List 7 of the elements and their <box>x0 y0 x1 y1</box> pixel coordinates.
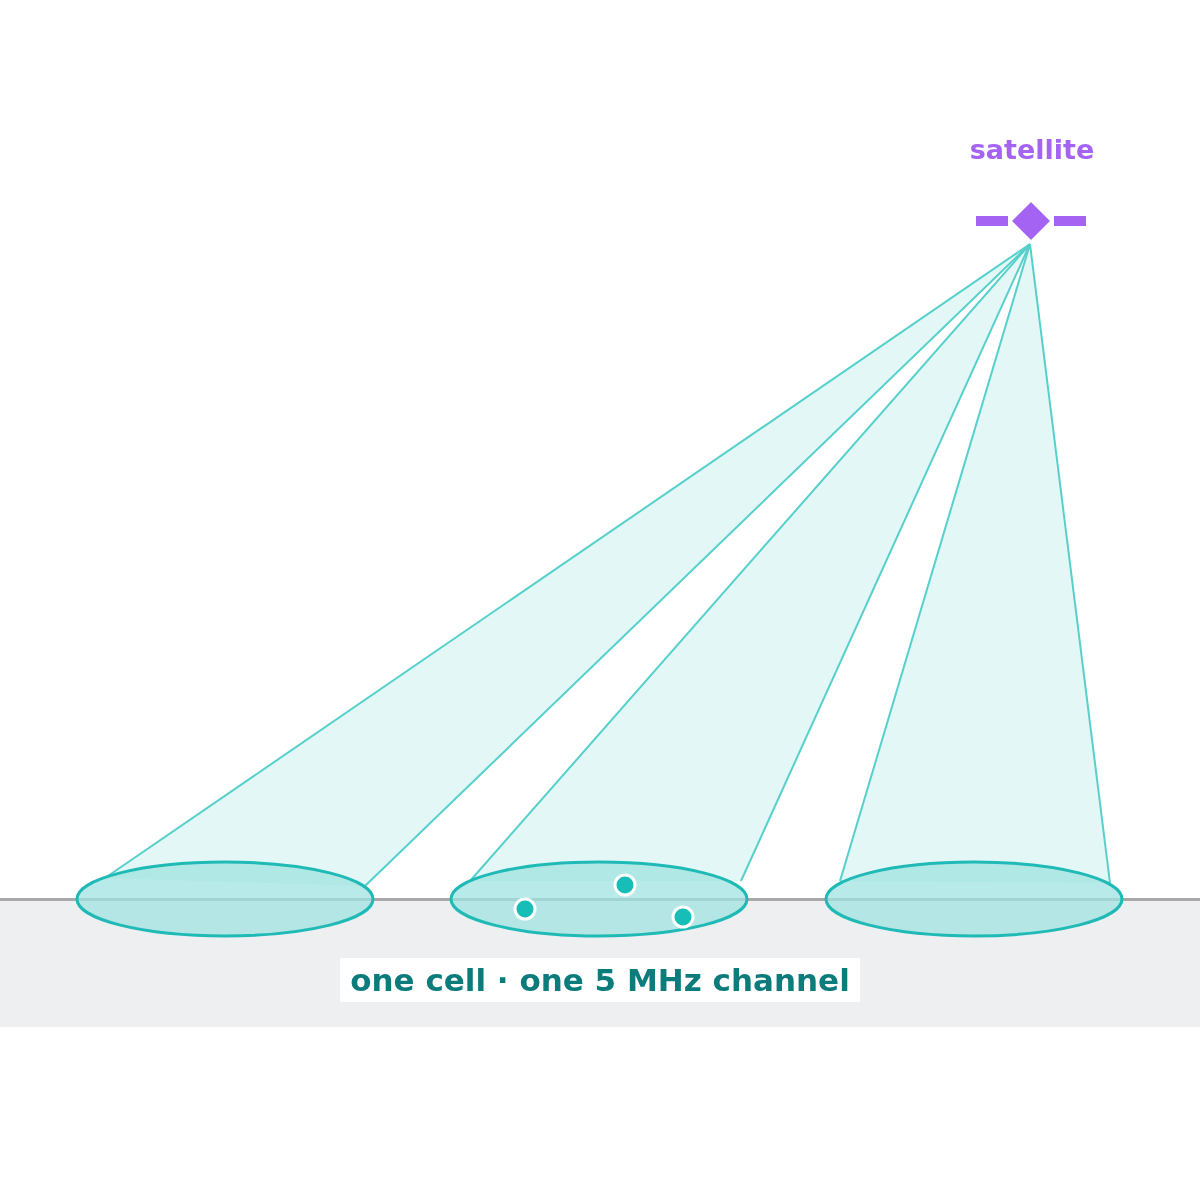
coverage-ellipse <box>823 859 1125 939</box>
beam-cone <box>469 243 1031 882</box>
satellite-label: satellite <box>968 134 1096 165</box>
coverage-ellipse <box>448 859 750 939</box>
coverage-ellipse <box>74 859 376 939</box>
caption-label: one cell · one 5 MHz channel <box>340 958 860 1002</box>
beam-cone <box>839 243 1111 884</box>
